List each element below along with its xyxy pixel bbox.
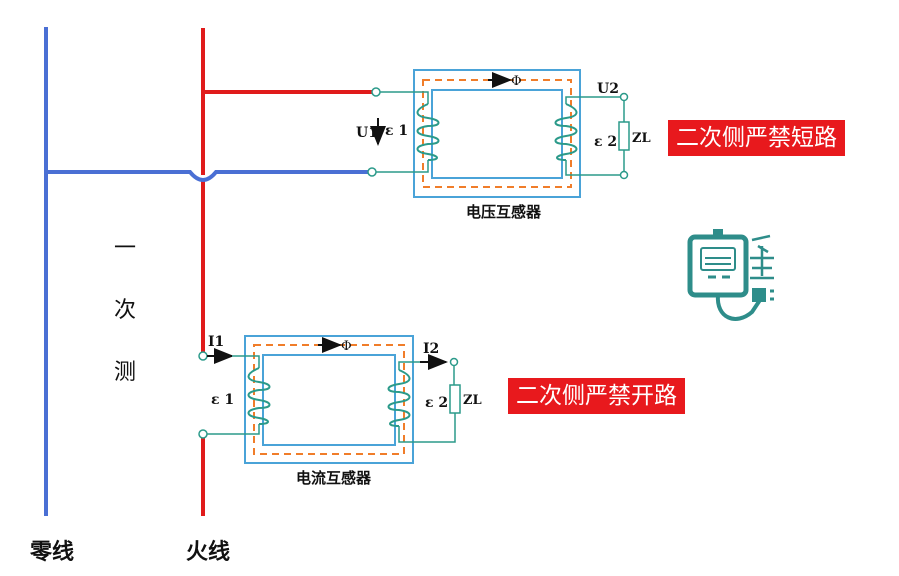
- ct-i2-label: I2: [423, 341, 439, 357]
- vt-primary-winding: [416, 103, 440, 161]
- ct-core-inner: [262, 354, 396, 446]
- vt-e1-label: ε 1: [385, 123, 408, 139]
- vt-secondary-lead-bottom: [565, 160, 621, 176]
- ct-load-label: ZL: [463, 393, 482, 408]
- primary-side-char-2: 次: [113, 298, 136, 323]
- vt-flux-path: [422, 79, 572, 188]
- vt-u1-label: U1: [356, 125, 378, 141]
- vt-secondary-terminal-bottom: [619, 170, 629, 180]
- ct-secondary-lead-bottom: [398, 413, 456, 443]
- ct-primary-lead-top: [232, 355, 260, 368]
- ct-secondary-winding: [387, 369, 411, 427]
- vt-primary-terminal-top: [371, 87, 381, 97]
- vt-e2-label: ε 2: [594, 134, 617, 150]
- ct-flux-path: [253, 344, 405, 455]
- vt-secondary-winding: [554, 103, 578, 161]
- ct-primary-lead-bottom: [207, 424, 260, 435]
- vt-warning-badge: 二次侧严禁短路: [668, 120, 845, 156]
- ct-name-label: 电流互感器: [296, 469, 372, 487]
- vt-core-outer: [413, 69, 581, 198]
- vt-primary-lead-bottom: [376, 160, 429, 173]
- current-transformer: Φ I1 ε 1 I2 ε 2 ZL 电流互感器: [198, 334, 482, 487]
- ct-flux-label: Φ: [341, 339, 352, 354]
- vt-core-inner: [431, 89, 563, 179]
- ct-secondary-terminal-top: [449, 357, 459, 367]
- live-line-label: 火线: [186, 540, 231, 565]
- voltage-transformer: Φ U1 ε 1 U2 ε 2 ZL 电压互感器: [356, 69, 651, 221]
- neutral-line-label: 零线: [30, 540, 75, 565]
- ct-secondary-lead-top: [398, 361, 420, 370]
- vt-u2-label: U2: [597, 81, 619, 97]
- primary-side-char-3: 测: [113, 360, 136, 385]
- ct-e1-label: ε 1: [211, 392, 234, 408]
- vt-primary-neutral-wire: [46, 170, 370, 182]
- vt-secondary-lead-top: [565, 96, 621, 104]
- ct-core-outer: [244, 335, 414, 464]
- primary-side-char-1: 一: [113, 236, 136, 261]
- ct-primary-terminal-top: [198, 351, 208, 361]
- ct-primary-terminal-bottom: [198, 429, 208, 439]
- vt-load-label: ZL: [632, 131, 651, 146]
- vt-flux-label: Φ: [511, 74, 522, 89]
- ct-i1-label: I1: [208, 334, 224, 350]
- vt-primary-terminal-bottom: [367, 167, 377, 177]
- vt-secondary-terminal-top: [619, 92, 629, 102]
- vt-name-label: 电压互感器: [466, 203, 542, 221]
- vt-load-resistor: [618, 121, 630, 151]
- vt-primary-lead-top: [380, 91, 429, 104]
- electric-meter-plug-icon: [687, 229, 774, 321]
- ct-warning-badge: 二次侧严禁开路: [508, 378, 685, 414]
- ct-e2-label: ε 2: [425, 395, 448, 411]
- ct-load-resistor: [449, 384, 461, 414]
- ct-primary-winding: [247, 367, 271, 425]
